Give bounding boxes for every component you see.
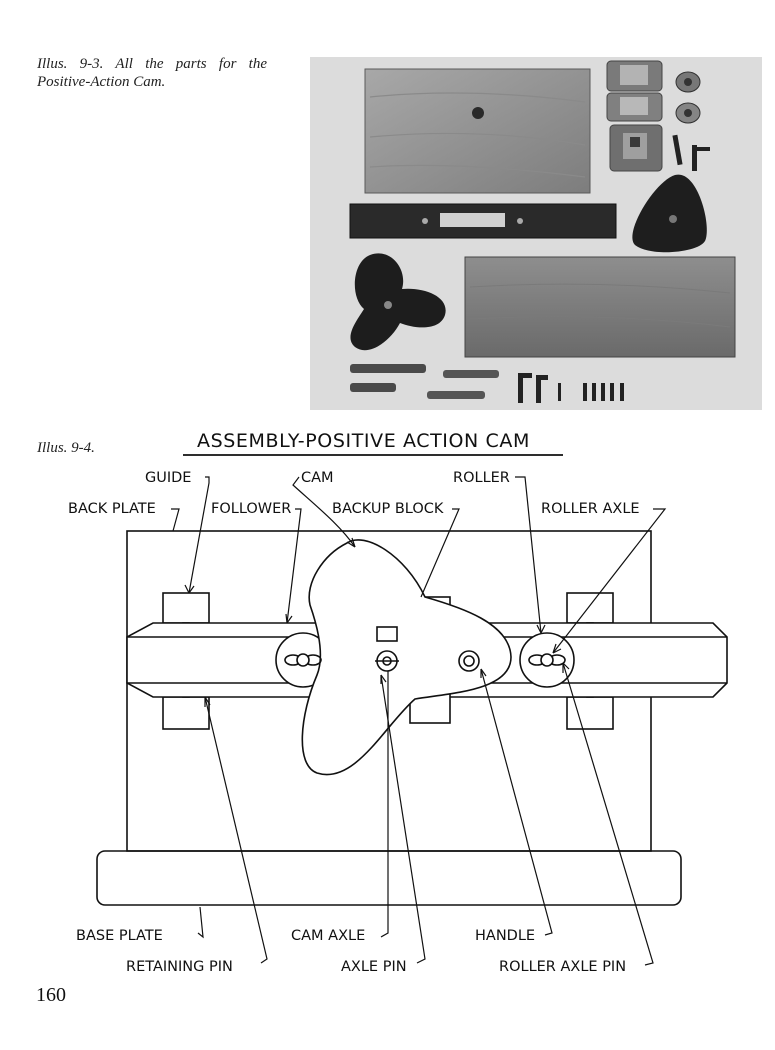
cam bbox=[301, 539, 512, 776]
roller-axle-right bbox=[528, 653, 566, 667]
parts-photo-image bbox=[310, 57, 762, 410]
label-roller-axle: ROLLER AXLE bbox=[541, 501, 640, 517]
guide-right-bottom bbox=[566, 696, 614, 730]
diagram-title: ASSEMBLY-POSITIVE ACTION CAM bbox=[197, 430, 530, 452]
photo-pins bbox=[350, 364, 624, 403]
photo-base-plate bbox=[464, 256, 736, 358]
photo-caption: Illus. 9-3. All the parts for the Positi… bbox=[37, 56, 267, 90]
guide-left-top bbox=[162, 592, 210, 624]
base-plate bbox=[96, 850, 682, 906]
roller-axle-left bbox=[284, 653, 322, 667]
label-backup-block: BACKUP BLOCK bbox=[332, 501, 444, 517]
label-cam: CAM bbox=[301, 470, 334, 486]
label-roller: ROLLER bbox=[453, 470, 510, 486]
label-follower: FOLLOWER bbox=[211, 501, 291, 517]
label-handle: HANDLE bbox=[475, 928, 535, 944]
label-back-plate: BACK PLATE bbox=[68, 501, 156, 517]
label-cam-axle: CAM AXLE bbox=[291, 928, 365, 944]
page-number: 160 bbox=[36, 984, 66, 1006]
label-roller-axle-pin: ROLLER AXLE PIN bbox=[499, 959, 626, 975]
label-axle-pin: AXLE PIN bbox=[341, 959, 407, 975]
assembly-drawing: ASSEMBLY-POSITIVE ACTION CAM bbox=[68, 430, 728, 975]
label-retaining-pin: RETAINING PIN bbox=[126, 959, 233, 975]
label-guide: GUIDE bbox=[145, 470, 191, 486]
diagram-caption: Illus. 9-4. bbox=[37, 440, 95, 456]
guide-left-bottom bbox=[162, 696, 210, 730]
photo-guides bbox=[606, 60, 710, 172]
photo-follower bbox=[349, 203, 617, 239]
assembly-diagram: ASSEMBLY-POSITIVE ACTION CAM bbox=[55, 425, 755, 985]
photo-three-lobe-cam bbox=[350, 253, 446, 351]
handle bbox=[458, 650, 480, 672]
photo-cam bbox=[632, 174, 707, 253]
parts-photo bbox=[310, 57, 762, 410]
label-base-plate: BASE PLATE bbox=[76, 928, 163, 944]
photo-back-plate bbox=[364, 68, 591, 194]
guide-right-top bbox=[566, 592, 614, 624]
